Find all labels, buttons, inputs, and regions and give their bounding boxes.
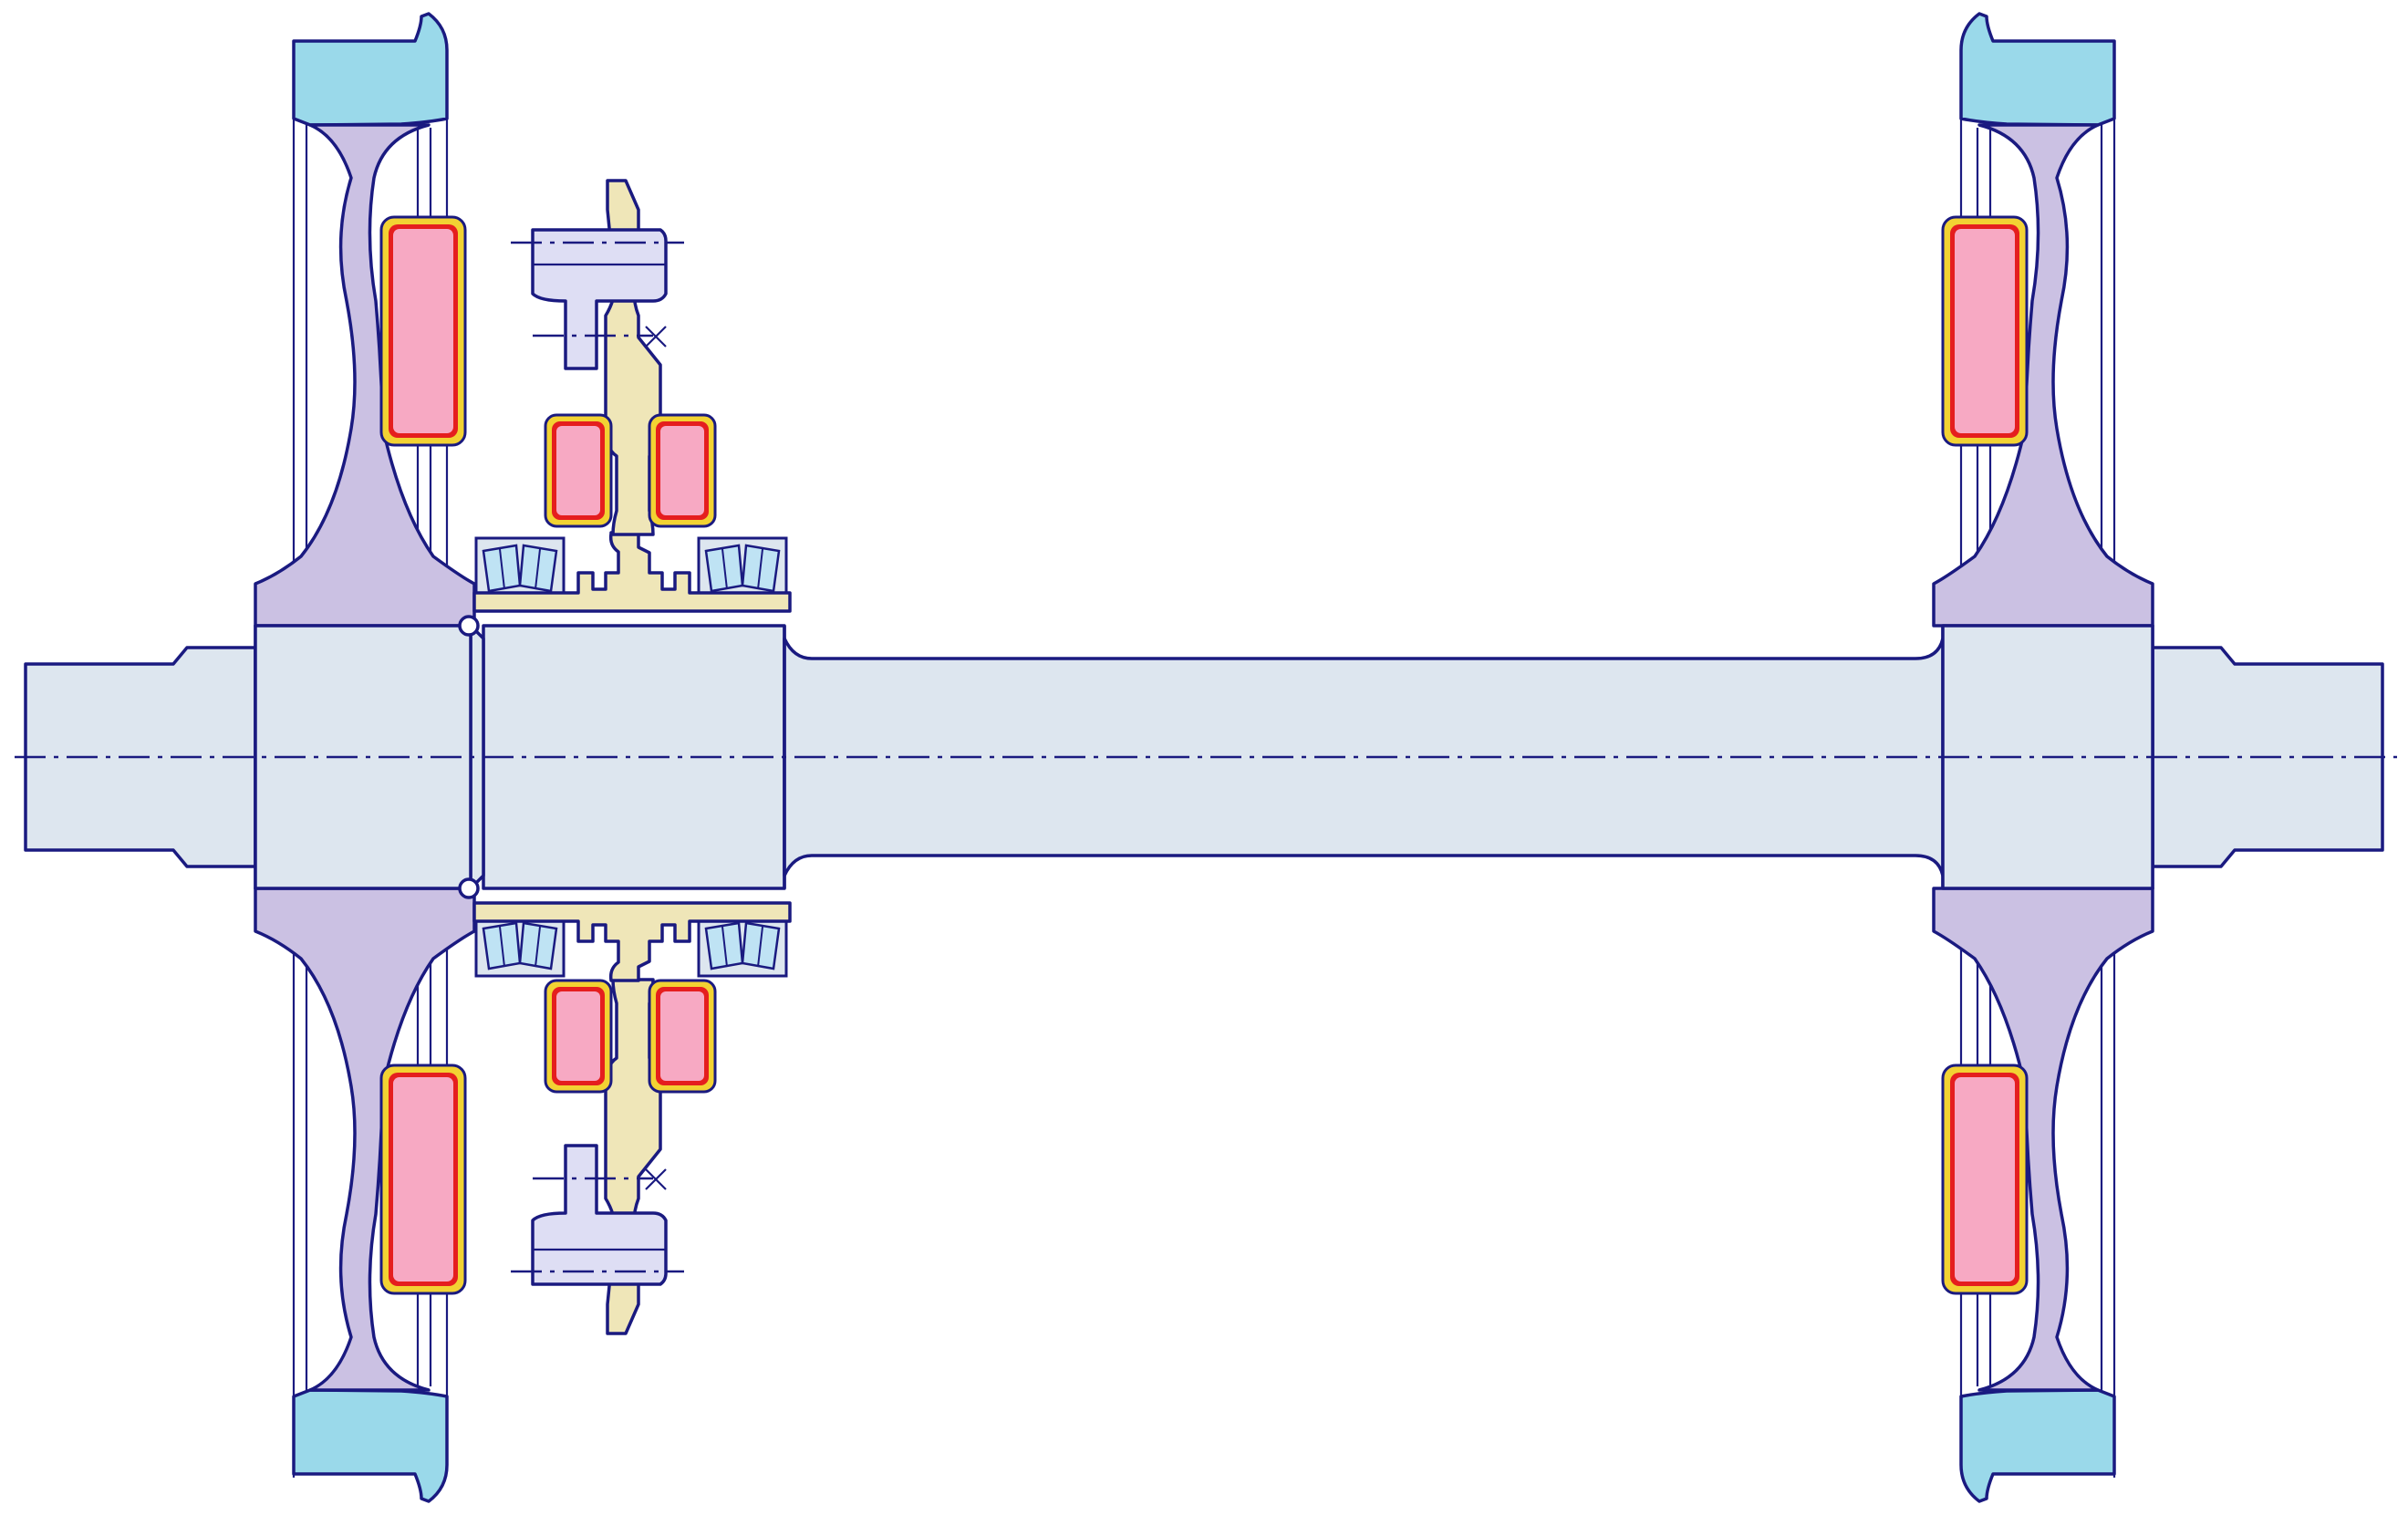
right-motor-coil-top [1941, 215, 2029, 447]
right-web-top [1932, 123, 2154, 628]
bearing-top-right [697, 536, 788, 600]
bearing-top-left [474, 536, 566, 600]
cross-mark-icon [645, 1168, 667, 1190]
left-tyre-bottom [292, 1388, 449, 1503]
gear-coil-top-right [648, 413, 717, 528]
right-web-bottom [1932, 887, 2154, 1392]
right-motor-coil-bottom [1941, 1064, 2029, 1295]
cross-mark-icon [645, 326, 667, 348]
right-wheel [1932, 12, 2154, 1503]
gear-assembly [472, 179, 792, 1335]
left-tyre-top [292, 12, 449, 127]
left-motor-coil-bottom [379, 1064, 467, 1295]
right-tyre-bottom [1959, 1388, 2116, 1503]
gear-coil-top-left [544, 413, 613, 528]
gear-coil-bottom-left [544, 979, 613, 1094]
bearing-bottom-right [697, 914, 788, 978]
left-motor-coil-top [379, 215, 467, 447]
gear-coil-bottom-right [648, 979, 717, 1094]
right-tyre-top [1959, 12, 2116, 127]
left-seat-fillet-bottom [458, 877, 480, 899]
center-lines [15, 241, 2397, 1273]
gear-hub-bottom [472, 901, 792, 982]
bearing-bottom-left [474, 914, 566, 978]
left-seat-fillet-top [458, 615, 480, 637]
